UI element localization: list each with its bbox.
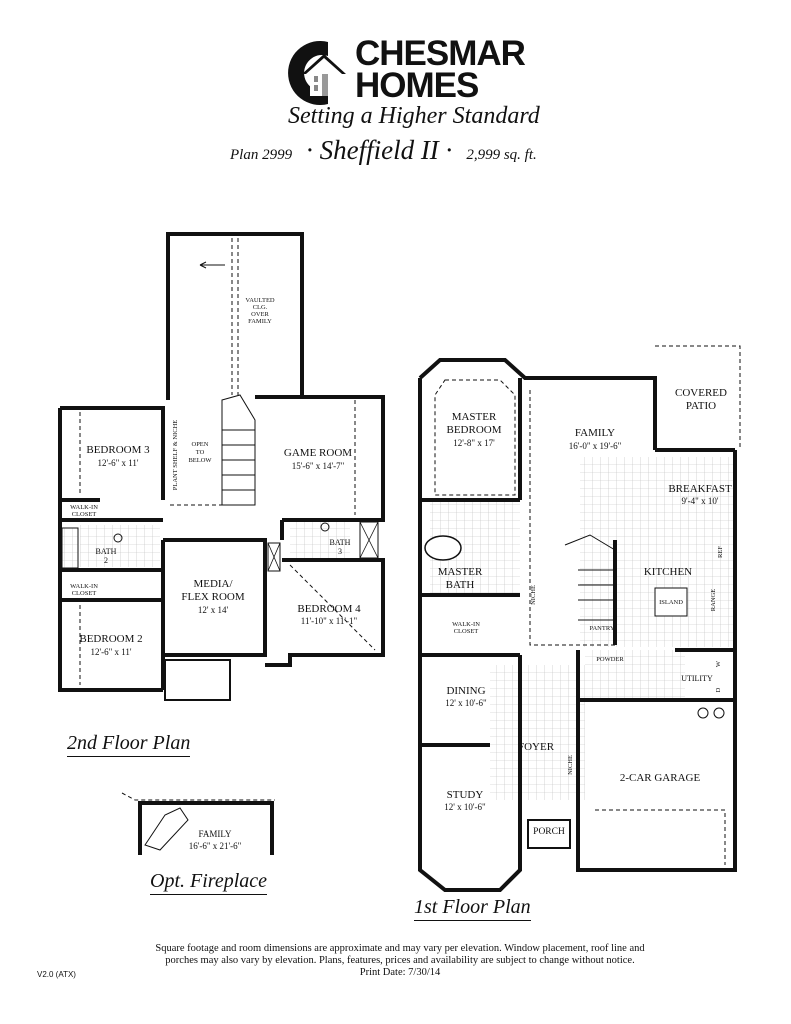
second-floor-title: 2nd Floor Plan xyxy=(67,732,191,757)
svg-text:BATH: BATH xyxy=(446,579,475,591)
svg-text:OVER: OVER xyxy=(251,311,269,318)
room-dining: DINING xyxy=(446,685,485,697)
note-range: RANGE xyxy=(710,589,717,611)
staircase-1st xyxy=(564,534,616,621)
room-study: STUDY xyxy=(447,789,484,801)
room-dining-dims: 12' x 10'-6" xyxy=(445,698,487,708)
room-media: MEDIA/ xyxy=(193,578,233,590)
room-covered-patio: COVERED xyxy=(675,387,727,399)
opt-fireplace-walls xyxy=(121,792,275,855)
room-family-dims: 16'-0" x 19'-6" xyxy=(569,441,622,451)
note-open-to-below: OPEN xyxy=(192,441,209,448)
opt-room-family-dims: 16'-6" x 21'-6" xyxy=(189,841,242,851)
room-master-bedroom-dims: 12'-8" x 17' xyxy=(453,438,495,448)
svg-text:CLG.: CLG. xyxy=(253,304,268,311)
tagline: Setting a Higher Standard xyxy=(288,103,540,129)
brand-name-line2: HOMES xyxy=(355,66,479,105)
room-family: FAMILY xyxy=(575,427,615,439)
note-niche-1: NICHE xyxy=(530,585,537,605)
room-bedroom-4: BEDROOM 4 xyxy=(297,603,361,615)
print-date: Print Date: 7/30/14 xyxy=(359,967,441,978)
chesmar-logo-icon xyxy=(288,41,346,106)
room-master-bath: MASTER xyxy=(438,566,483,578)
room-game-room-dims: 15'-6" x 14'-7" xyxy=(292,461,345,471)
note-vaulted: VAULTED xyxy=(245,297,275,304)
svg-text:CLOSET: CLOSET xyxy=(454,628,479,635)
svg-text:CLOSET: CLOSET xyxy=(72,511,97,518)
brand-name-line1: CHESMAR xyxy=(355,34,526,73)
room-bath-2: BATH xyxy=(96,547,117,556)
square-feet: 2,999 sq. ft. xyxy=(466,147,537,163)
disclaimer-line-2: porches may also vary by elevation. Plan… xyxy=(165,955,635,966)
opt-fireplace-title: Opt. Fireplace xyxy=(150,870,268,895)
svg-text:PATIO: PATIO xyxy=(686,400,716,412)
note-dryer: D xyxy=(715,687,722,692)
room-breakfast-dims: 9'-4" x 10' xyxy=(682,496,719,506)
opt-room-family: FAMILY xyxy=(199,829,232,839)
disclaimer: Square footage and room dimensions are a… xyxy=(120,943,680,979)
svg-text:TO: TO xyxy=(196,449,205,456)
room-game-room: GAME ROOM xyxy=(284,447,352,459)
svg-text:CLOSET: CLOSET xyxy=(72,590,97,597)
plan-info: Plan 2999 · Sheffield II · 2,999 sq. ft. xyxy=(230,135,590,166)
room-bedroom-3: BEDROOM 3 xyxy=(86,444,150,456)
svg-text:FAMILY: FAMILY xyxy=(248,318,272,325)
room-bath-3-num: 3 xyxy=(338,547,342,556)
note-plant-shelf: PLANT SHELF & NICHE xyxy=(172,420,179,491)
room-breakfast: BREAKFAST xyxy=(668,483,732,495)
room-bedroom-2-dims: 12'-6" x 11' xyxy=(90,647,131,657)
svg-text:BEDROOM: BEDROOM xyxy=(446,424,501,436)
plan-name: · Sheffield II · xyxy=(306,135,453,165)
note-niche-2: NICHE xyxy=(567,755,574,775)
room-utility: UTILITY xyxy=(681,674,713,683)
staircase-2nd xyxy=(199,261,256,506)
room-foyer: FOYER xyxy=(518,741,555,753)
note-ref: REF xyxy=(717,546,724,558)
room-bath-2-num: 2 xyxy=(104,556,108,565)
disclaimer-line-1: Square footage and room dimensions are a… xyxy=(155,943,645,954)
room-flex-room: FLEX ROOM xyxy=(181,591,244,603)
version-label: V2.0 (ATX) xyxy=(37,970,76,979)
note-walkin-closet-2: WALK-IN xyxy=(70,583,98,590)
room-porch: PORCH xyxy=(533,827,565,837)
room-garage: 2-CAR GARAGE xyxy=(620,772,701,784)
note-walkin-closet-1: WALK-IN xyxy=(70,504,98,511)
room-study-dims: 12' x 10'-6" xyxy=(444,802,486,812)
note-walkin-closet: WALK-IN xyxy=(452,621,480,628)
room-bath-3: BATH xyxy=(330,538,351,547)
plan-number: Plan 2999 xyxy=(230,147,293,163)
room-media-dims: 12' x 14' xyxy=(198,605,229,615)
room-bedroom-2: BEDROOM 2 xyxy=(79,633,142,645)
room-bedroom-3-dims: 12'-6" x 11' xyxy=(97,458,138,468)
first-floor-dashed xyxy=(434,345,741,865)
note-pantry: PANTRY xyxy=(589,625,614,632)
note-powder: POWDER xyxy=(596,656,624,663)
room-kitchen: KITCHEN xyxy=(644,566,692,578)
note-island: ISLAND xyxy=(659,599,683,606)
note-washer: W xyxy=(715,660,722,667)
room-bedroom-4-dims: 11'-10" x 11'-1" xyxy=(301,616,358,626)
first-floor-title: 1st Floor Plan xyxy=(414,896,531,921)
svg-text:BELOW: BELOW xyxy=(188,457,212,464)
room-master-bedroom: MASTER xyxy=(452,411,497,423)
second-floor-walls xyxy=(58,232,385,701)
